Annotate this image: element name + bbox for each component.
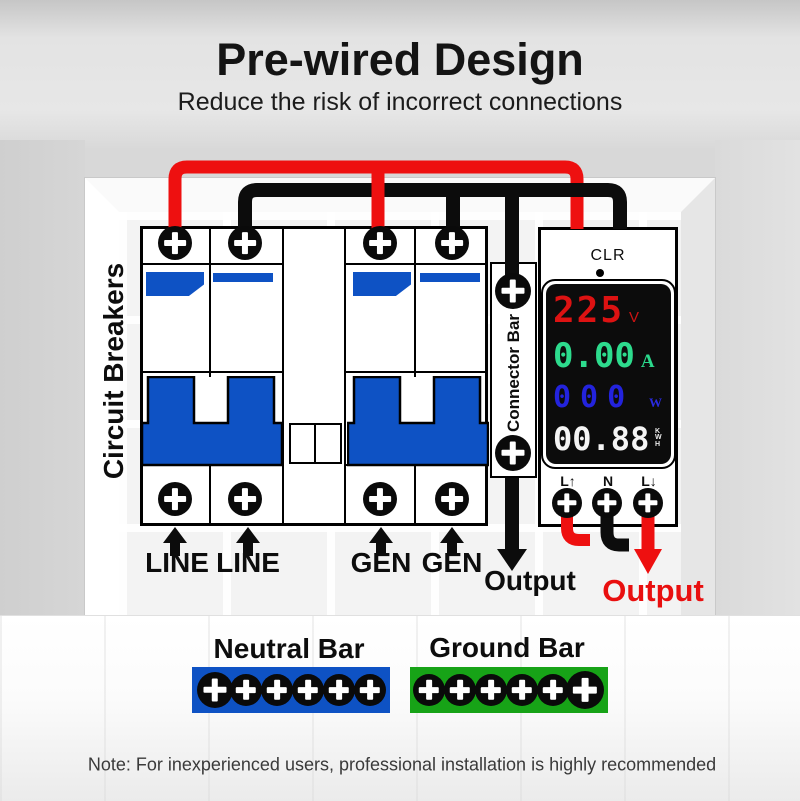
energy-unit: KWH xyxy=(655,427,662,448)
energy-row: 00.88 KWH xyxy=(553,420,664,458)
terminal-screw xyxy=(363,482,397,516)
page-title: Pre-wired Design xyxy=(216,34,584,85)
output-label-black: Output xyxy=(484,565,576,596)
panel-hline xyxy=(345,371,488,373)
panel-divider xyxy=(344,226,346,526)
terminal-screw xyxy=(228,226,262,260)
connector-terminal-screw xyxy=(495,435,531,471)
meter-terminal-screw xyxy=(633,488,663,518)
meter-terminal-screw xyxy=(592,488,622,518)
panel-hline xyxy=(345,263,488,265)
voltage-value: 225 xyxy=(553,290,625,332)
bus-bar-screw xyxy=(537,674,569,706)
bus-bar-screw xyxy=(197,672,233,708)
panel-hline xyxy=(140,263,283,265)
panel-divider xyxy=(282,226,284,526)
voltage-row: 225 V xyxy=(553,290,664,331)
bus-bar-screw xyxy=(566,671,604,709)
bus-bar-screw xyxy=(506,674,538,706)
neutral-bar-label: Neutral Bar xyxy=(213,633,365,664)
terminal-screw xyxy=(158,226,192,260)
breaker-blue-body-right xyxy=(347,376,489,467)
power-value: 000 xyxy=(553,380,635,416)
output-label-red: Output xyxy=(602,573,704,608)
bus-bar-screw xyxy=(323,674,355,706)
connector-bar-label: Connector Bar xyxy=(504,313,523,433)
clr-label: CLR xyxy=(590,247,626,264)
floor xyxy=(0,615,800,801)
terminal-screw xyxy=(435,226,469,260)
page-subtitle: Reduce the risk of incorrect connections xyxy=(177,88,623,116)
meter-terminal-screw xyxy=(552,488,582,518)
ground-bar-label: Ground Bar xyxy=(429,632,585,663)
line-label-1: LINE xyxy=(145,547,209,578)
panel-divider xyxy=(209,226,211,377)
breaker-toggle-bar xyxy=(420,273,480,282)
meter-terminal-label-l-out: L↓ xyxy=(641,473,657,489)
breaker-blue-body-left xyxy=(141,376,283,467)
meter-terminal-label-n: N xyxy=(602,473,614,489)
bus-bar-screw xyxy=(444,674,476,706)
current-unit: A xyxy=(640,350,655,372)
power-row: 000 W xyxy=(553,380,664,415)
bus-bar-screw xyxy=(230,674,262,706)
meter-terminal-label-l-in: L↑ xyxy=(560,473,576,489)
terminal-screw xyxy=(363,226,397,260)
terminal-screw xyxy=(435,482,469,516)
current-value: 0.00 xyxy=(553,335,635,376)
panel-divider xyxy=(414,226,416,377)
bus-bar-screw xyxy=(292,674,324,706)
line-label-2: LINE xyxy=(216,547,280,578)
current-row: 0.00 A xyxy=(553,336,664,376)
energy-value: 00.88 xyxy=(553,419,650,458)
panel-hline xyxy=(140,371,283,373)
breaker-handle-divider xyxy=(314,423,316,464)
terminal-screw xyxy=(228,482,262,516)
footer-note: Note: For inexperienced users, professio… xyxy=(87,754,717,775)
wall-right-band xyxy=(715,140,800,615)
terminal-screw xyxy=(158,482,192,516)
gen-label-1: GEN xyxy=(350,547,412,578)
breaker-toggle-bar xyxy=(213,273,273,282)
bus-bar-screw xyxy=(261,674,293,706)
voltage-unit: V xyxy=(629,309,640,327)
bus-bar-screw xyxy=(354,674,386,706)
display-screen: 225 V 0.00 A 000 W 00.88 KWH xyxy=(546,284,671,464)
panel-divider xyxy=(414,465,416,526)
panel-divider xyxy=(209,465,211,526)
bus-bar-screw xyxy=(475,674,507,706)
clr-button-dot xyxy=(596,269,604,277)
wall-left-band xyxy=(0,140,85,615)
connector-terminal-screw xyxy=(495,273,531,309)
gen-label-2: GEN xyxy=(421,547,483,578)
circuit-breakers-label: Circuit Breakers xyxy=(98,262,129,480)
bus-bar-screw xyxy=(413,674,445,706)
power-unit: W xyxy=(649,395,662,411)
